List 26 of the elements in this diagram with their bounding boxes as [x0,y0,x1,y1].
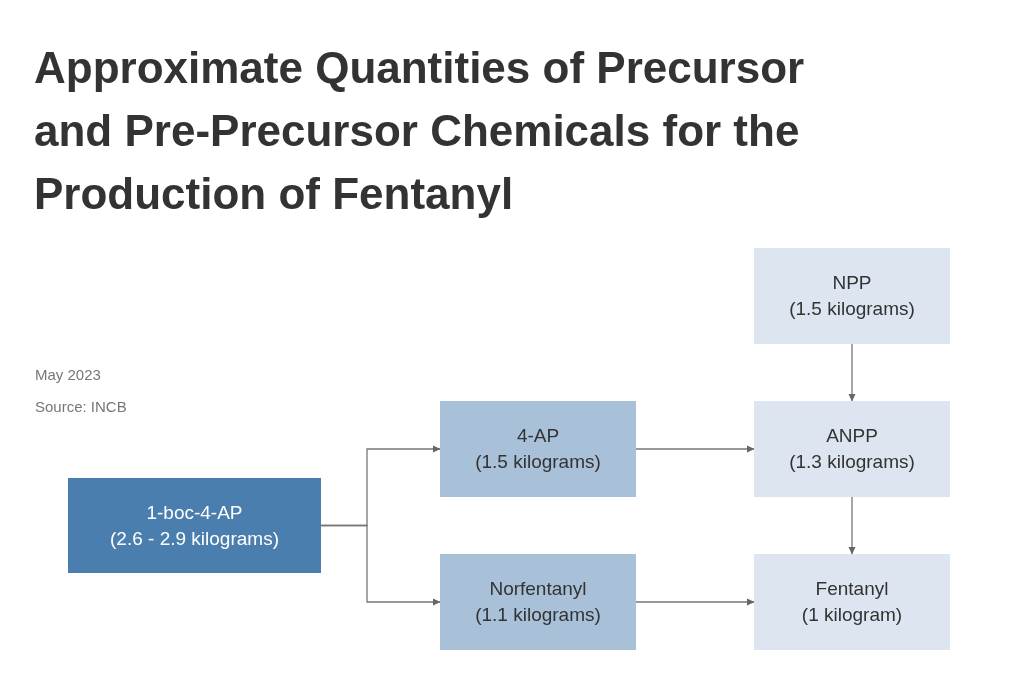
quantity-label: (1.5 kilograms) [789,297,915,321]
chart-title: Approximate Quantities of Precursor and Pre-Precursor Chemicals for the Production of Fentanyl [34,42,806,220]
process-box [440,401,636,497]
process-box [754,401,950,497]
chemical-name: ANPP [826,424,878,448]
arrow [848,496,856,555]
chemical-name: 1-boc-4-AP [146,500,243,525]
arrow [635,598,755,606]
chemical-name: Norfentanyl [489,577,587,601]
source-note: Source: INCB [35,398,127,415]
arrow [848,343,856,402]
quantity-label: (1 kilogram) [801,603,903,627]
quantity-label: (2.6 - 2.9 kilograms) [110,526,279,551]
quantity-label: (1.3 kilograms) [789,450,915,474]
process-box [68,478,321,573]
quantity-label: (1.1 kilograms) [475,603,601,627]
chemical-name: 4-AP [516,424,560,448]
chemical-name: Fentanyl [815,577,889,601]
date-label: May 2023 [35,366,101,383]
arrow [635,445,755,453]
chemical-name: NPP [832,271,872,295]
quantity-label: (1.5 kilograms) [475,450,601,474]
process-box [440,554,636,650]
process-box [754,554,950,650]
arrow [320,524,441,606]
process-box [754,248,950,344]
